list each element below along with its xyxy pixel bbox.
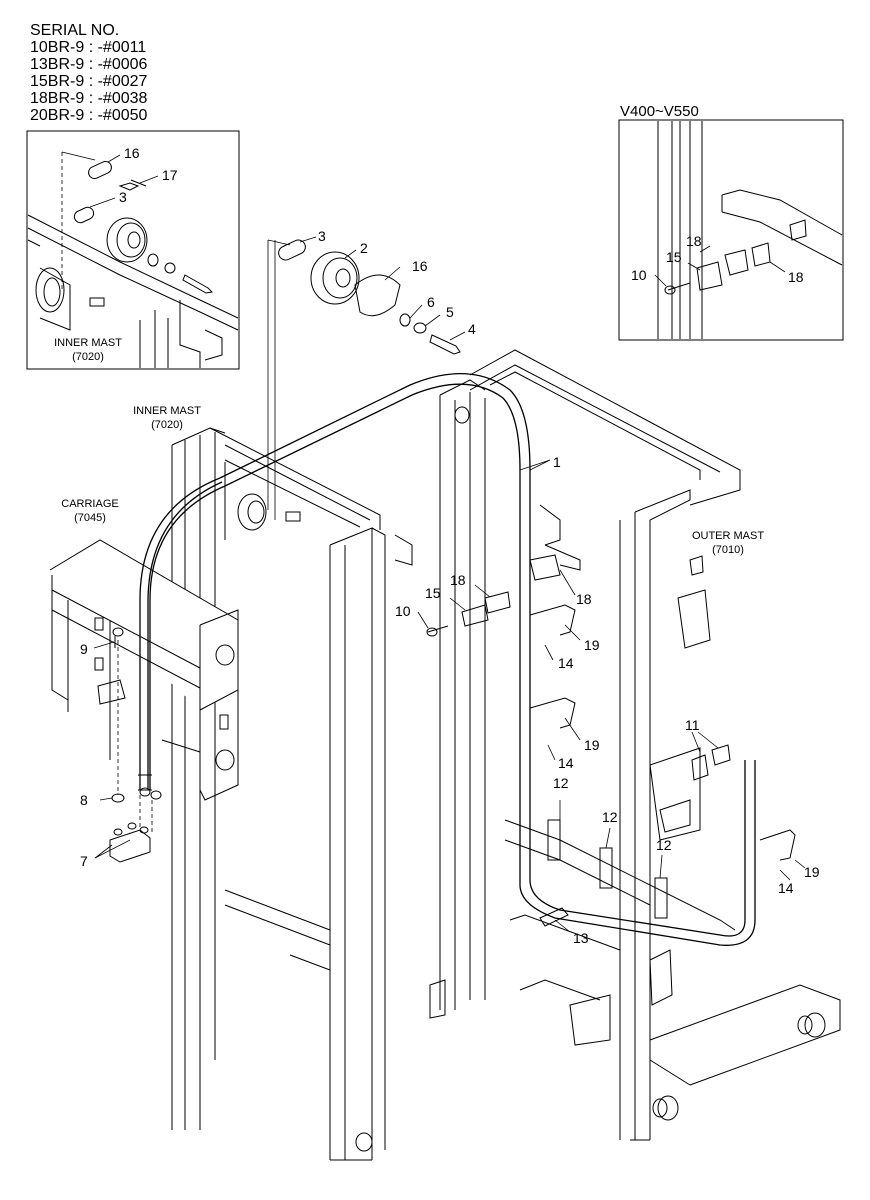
callout-4: 4 xyxy=(468,321,476,337)
serial-row: 10BR-9 : -#0011 xyxy=(30,39,147,56)
callout-11: 11 xyxy=(685,717,700,733)
carriage-code: (7045) xyxy=(74,512,106,524)
callout-1: 1 xyxy=(553,454,561,470)
serial-row: 13BR-9 : -#0006 xyxy=(30,56,148,73)
callout-15: 15 xyxy=(666,249,682,265)
callout-12: 12 xyxy=(602,809,618,825)
carriage xyxy=(49,539,239,801)
callout-18: 18 xyxy=(788,269,804,285)
serial-row: 20BR-9 : -#0050 xyxy=(30,107,148,124)
carriage-label: CARRIAGE xyxy=(61,498,118,510)
outer-mast xyxy=(429,349,841,1141)
outer-mast-code: (7010) xyxy=(712,544,744,556)
serial-title: SERIAL NO. xyxy=(30,22,120,39)
callout-12: 12 xyxy=(553,775,569,791)
inset-left-frame xyxy=(26,130,240,370)
callout-19: 19 xyxy=(804,864,820,880)
inset-right-frame xyxy=(618,119,844,341)
callout-leaders xyxy=(93,236,806,933)
callout-5: 5 xyxy=(446,304,454,320)
roller-assembly xyxy=(267,239,461,520)
callout-13: 13 xyxy=(573,930,589,946)
inner-mast xyxy=(171,427,413,1161)
inner-mast-label: INNER MAST xyxy=(133,405,201,417)
callout-17: 17 xyxy=(162,167,178,183)
callout-19: 19 xyxy=(584,637,600,653)
callout-19: 19 xyxy=(584,737,600,753)
inset-left-code: (7020) xyxy=(72,351,104,363)
serial-number-block: SERIAL NO. 10BR-9 : -#0011 13BR-9 : -#00… xyxy=(30,22,147,124)
callout-15: 15 xyxy=(425,585,441,601)
callout-12: 12 xyxy=(656,837,672,853)
callout-16: 16 xyxy=(124,145,140,161)
serial-row: 15BR-9 : -#0027 xyxy=(30,73,148,90)
callout-14: 14 xyxy=(558,755,574,771)
inset-inner-mast-detail: 16 17 3 INNER MAST (7020) xyxy=(26,130,240,370)
callout-6: 6 xyxy=(427,294,435,310)
callout-8: 8 xyxy=(80,792,88,808)
inset-left-label: INNER MAST xyxy=(54,337,122,349)
callout-18: 18 xyxy=(450,572,466,588)
callout-16: 16 xyxy=(412,258,428,274)
inset-right-title: V400~V550 xyxy=(620,103,699,120)
serial-row: 18BR-9 : -#0038 xyxy=(30,90,148,107)
callout-7: 7 xyxy=(80,853,88,869)
callout-18: 18 xyxy=(686,233,702,249)
callout-2: 2 xyxy=(360,240,368,256)
inset-bracket-detail: V400~V550 18 15 10 18 xyxy=(618,103,844,341)
callout-14: 14 xyxy=(778,880,794,896)
outer-mast-label: OUTER MAST xyxy=(692,530,764,542)
callout-18: 18 xyxy=(576,591,592,607)
callout-14: 14 xyxy=(558,655,574,671)
hydraulic-hoses xyxy=(138,372,756,946)
callout-9: 9 xyxy=(80,641,88,657)
inner-mast-code: (7020) xyxy=(151,419,183,431)
callout-3: 3 xyxy=(318,228,326,244)
callout-10: 10 xyxy=(631,267,647,283)
fittings xyxy=(109,591,796,927)
callout-10: 10 xyxy=(395,603,411,619)
callout-3: 3 xyxy=(119,189,127,205)
